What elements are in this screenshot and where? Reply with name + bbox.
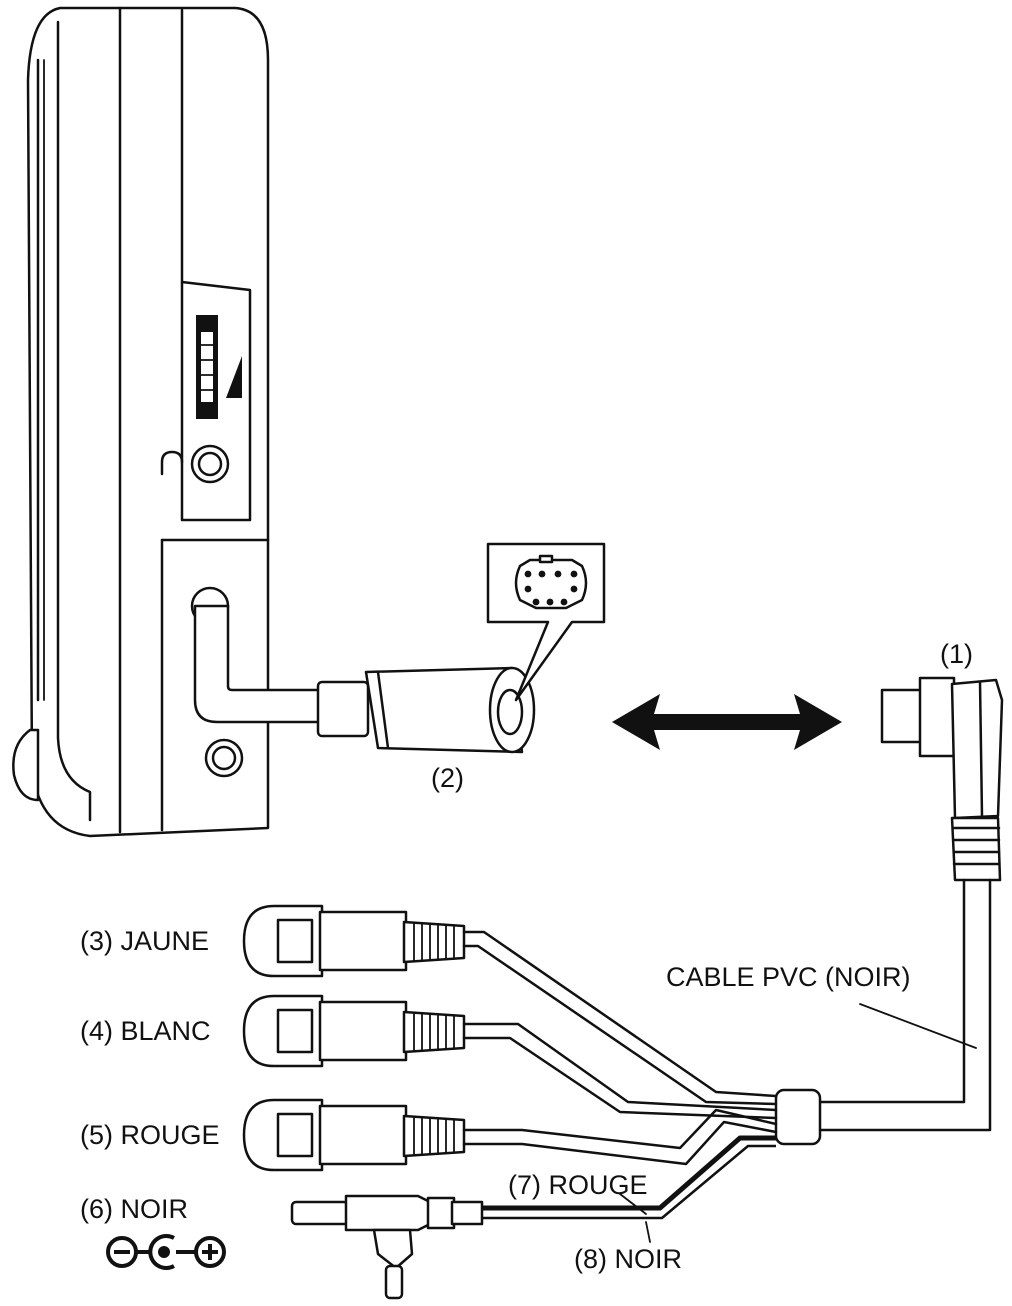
label-plug-3: (3) JAUNE [80, 926, 209, 956]
label-cable: CABLE PVC (NOIR) [666, 962, 911, 992]
dc-polarity-icon [106, 1234, 226, 1270]
connector-pin-callout [486, 542, 606, 702]
label-wire-8: (8) NOIR [574, 1244, 682, 1274]
pvc-cable [816, 878, 992, 1132]
label-wire-7: (7) ROUGE [508, 1170, 648, 1200]
label-connector-1: (1) [940, 639, 973, 669]
rca-plug-jaune [242, 904, 778, 1106]
label-plug-6: (6) NOIR [80, 1194, 188, 1224]
slider-control [196, 315, 242, 419]
label-plug-4: (4) BLANC [80, 1016, 211, 1046]
dc-power-plug [290, 1135, 776, 1300]
rca-plug-blanc [242, 994, 778, 1120]
headphone-icon [160, 450, 184, 476]
rca-plug-rouge [242, 1098, 778, 1172]
label-plug-5: (5) ROUGE [80, 1120, 220, 1150]
connector-1 [880, 676, 1004, 882]
label-connector-2: (2) [431, 763, 464, 793]
double-arrow-icon [612, 694, 842, 750]
cable-splitter [774, 1088, 822, 1146]
headphone-jack [160, 444, 230, 484]
